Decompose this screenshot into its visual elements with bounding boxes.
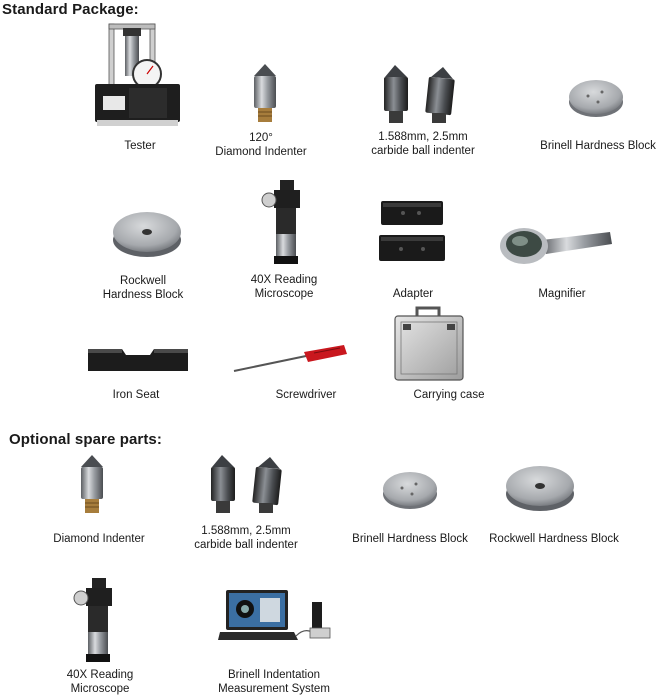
opt-brinell-block-image (382, 470, 438, 510)
tester-image (95, 22, 190, 132)
magnifier-image (498, 222, 614, 270)
rockwell-block-label: Rockwell Hardness Block (102, 275, 184, 301)
tester-label: Tester (124, 140, 156, 152)
opt-brinell-block-label: Brinell Hardness Block (352, 533, 468, 545)
adapter-label: Adapter (392, 288, 434, 300)
reading-microscope-label: 40X Reading Microscope (250, 274, 318, 300)
adapter-image (379, 199, 449, 265)
opt-diamond-indenter-label: Diamond Indenter (53, 533, 145, 545)
carbide-ball-indenter-image (381, 63, 461, 125)
rockwell-block-image (112, 208, 182, 258)
diamond-indenter-image (250, 64, 280, 124)
brinell-block-label: Brinell Hardness Block (540, 140, 656, 152)
carbide-ball-indenter-label: 1.588mm, 2.5mm carbide ball indenter (371, 131, 475, 157)
magnifier-label: Magnifier (538, 288, 586, 300)
brinell-block-image (568, 78, 624, 118)
screwdriver-image (232, 344, 348, 374)
standard-package-heading: Standard Package: (2, 1, 139, 18)
measurement-system-label: Brinell Indentation Measurement System (218, 669, 330, 695)
opt-reading-microscope-label: 40X Reading Microscope (66, 669, 134, 695)
opt-diamond-indenter-image (77, 455, 107, 515)
diamond-indenter-label: 120° Diamond Indenter (215, 132, 307, 158)
opt-reading-microscope-image (72, 576, 116, 664)
reading-microscope-image (260, 178, 304, 266)
carrying-case-image (393, 306, 467, 382)
iron-seat-label: Iron Seat (112, 389, 160, 401)
screwdriver-label: Screwdriver (275, 389, 337, 401)
carrying-case-label: Carrying case (413, 389, 485, 401)
opt-rockwell-block-image (505, 462, 575, 512)
optional-parts-heading: Optional spare parts: (9, 431, 162, 448)
opt-carbide-ball-indenter-label: 1.588mm, 2.5mm carbide ball indenter (194, 525, 298, 551)
opt-rockwell-block-label: Rockwell Hardness Block (489, 533, 619, 545)
iron-seat-image (86, 345, 190, 375)
measurement-system-image (218, 588, 336, 646)
opt-carbide-ball-indenter-image (208, 453, 288, 515)
